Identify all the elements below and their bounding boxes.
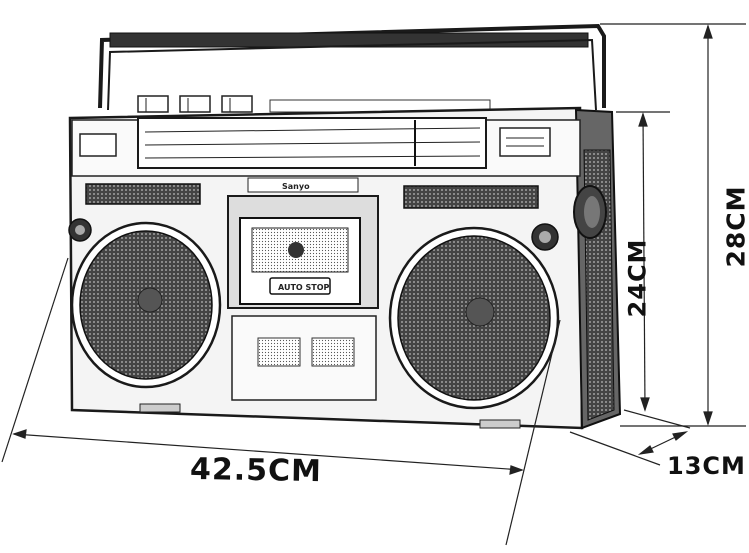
total-height-label: 28CM (721, 185, 749, 268)
tweeters (68, 218, 559, 251)
left-speaker (70, 221, 222, 389)
width-label: 42.5CM (189, 451, 323, 490)
tuning-dial-window (79, 117, 551, 169)
right-speaker (388, 226, 560, 410)
body-height-label: 24CM (623, 238, 652, 318)
auto-stop-label: AUTO STOP (278, 283, 330, 292)
top-knobs (137, 95, 491, 113)
brand-badge: Sanyo (282, 182, 310, 191)
auto-stop-button (269, 277, 331, 295)
cassette-deck: AUTO STOP (227, 195, 379, 401)
dimension-lines (1, 23, 746, 546)
foot-left (139, 403, 181, 413)
vent-strips: Sanyo (85, 177, 539, 209)
side-volume-knob (573, 185, 607, 239)
carry-handle (98, 23, 606, 111)
depth-label: 13CM (667, 452, 746, 480)
foot-right (479, 419, 521, 429)
